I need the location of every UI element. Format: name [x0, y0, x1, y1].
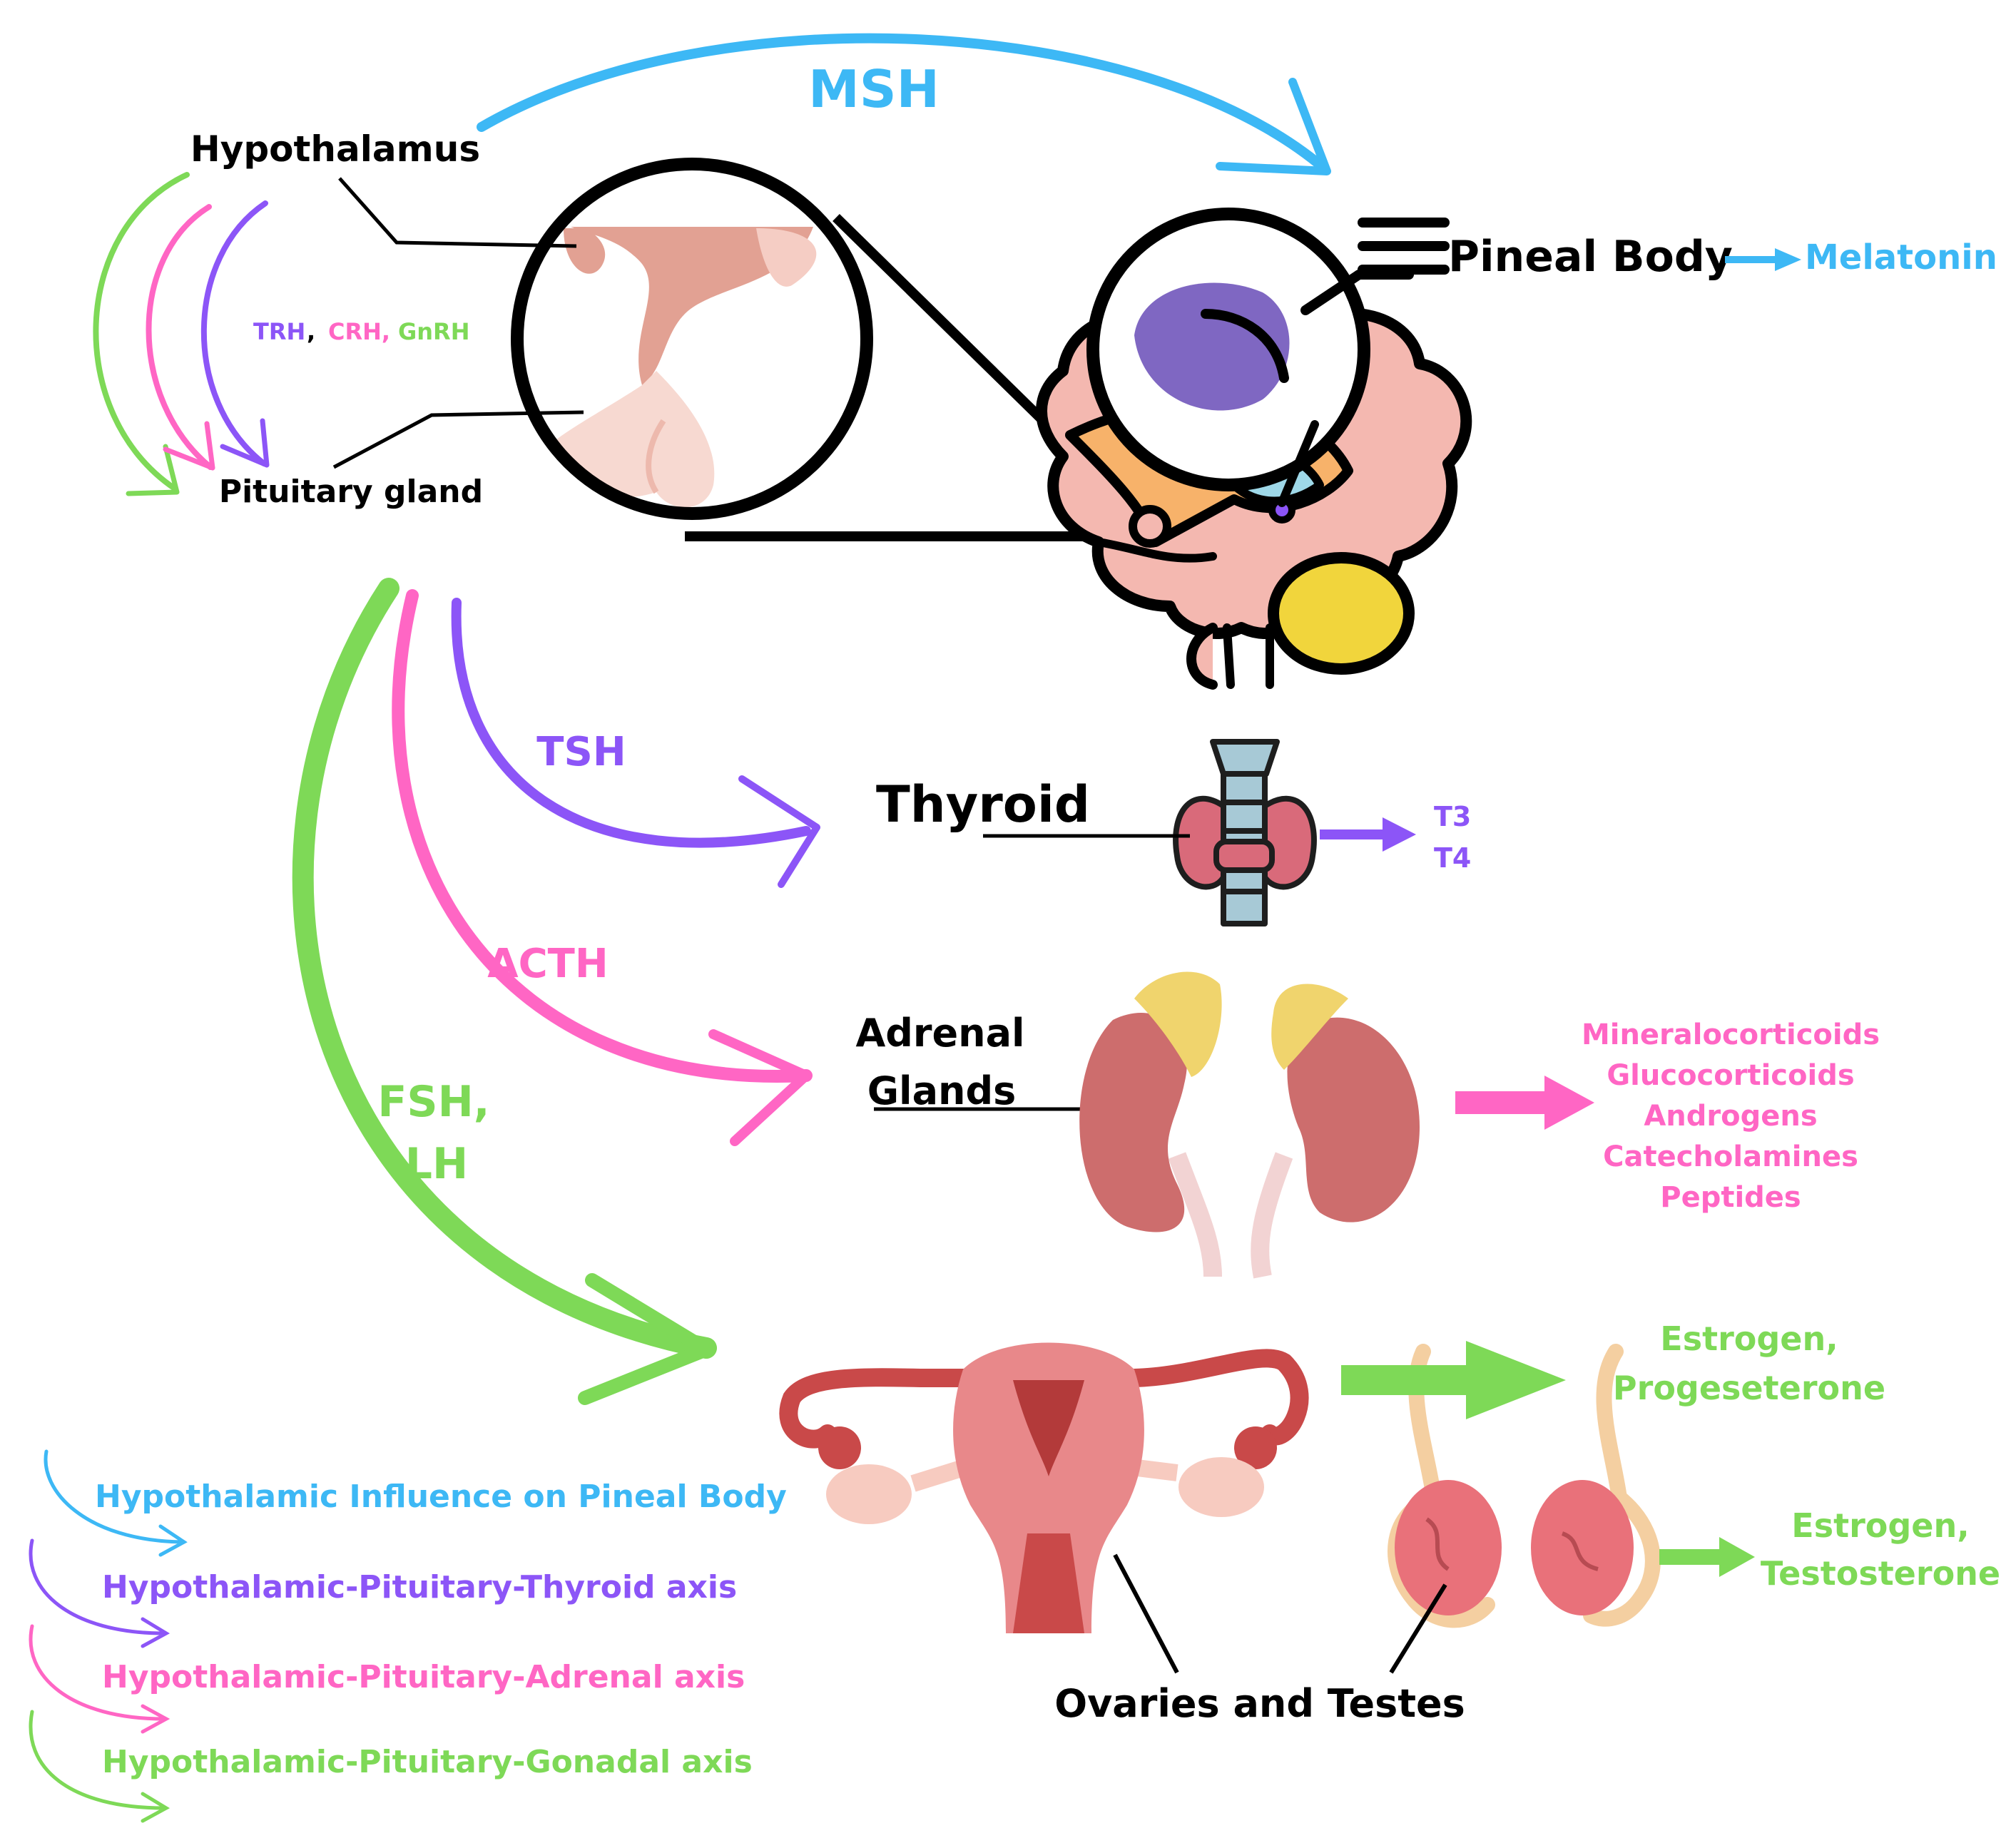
msh-arrow: [477, 33, 1331, 175]
testes-illustration: [1388, 1344, 1661, 1628]
releasing-hormones-label: TRH , CRH, GnRH: [253, 318, 469, 345]
legend-item-pineal: Hypothalamic Influence on Pineal Body: [44, 1449, 787, 1557]
gonads-label: Ovaries and Testes: [1054, 1681, 1465, 1726]
legend-label: Hypothalamic-Pituitary-Gonadal axis: [102, 1744, 753, 1780]
msh-label: MSH: [808, 59, 940, 119]
melatonin-arrow: [1725, 248, 1801, 271]
pituitary-magnifier: [332, 158, 1141, 541]
tsh-label: TSH: [536, 729, 626, 775]
ovaries-leader: [1113, 1553, 1179, 1674]
adrenal-output-item: Glucocorticoids: [1607, 1059, 1854, 1092]
melatonin-label: Melatonin: [1805, 238, 1997, 277]
pituitary-label: Pituitary gland: [219, 474, 483, 510]
testes-output-arrow: [1659, 1537, 1755, 1577]
adrenal-label-line2: Glands: [867, 1068, 1017, 1113]
ovary-output-line1: Estrogen,: [1660, 1319, 1838, 1358]
pineal-body-label: Pineal Body: [1448, 232, 1733, 282]
trh-separator: ,: [307, 318, 315, 345]
adrenal-output-item: Peptides: [1660, 1181, 1801, 1214]
thyroid-label: Thyroid: [876, 775, 1090, 834]
legend-item-gonadal: Hypothalamic-Pituitary-Gonadal axis: [29, 1710, 753, 1823]
gonad-output-arrow: [1341, 1341, 1566, 1419]
thyroid-output-arrow: [1320, 817, 1416, 852]
legend-label: Hypothalamic Influence on Pineal Body: [95, 1479, 787, 1515]
releasing-hormone-arrows: [93, 172, 270, 496]
hypothalamus-label: Hypothalamus: [190, 128, 480, 170]
ovary-output-line2: Progeseterone: [1613, 1369, 1885, 1407]
legend-label: Hypothalamic-Pituitary-Adrenal axis: [102, 1659, 745, 1695]
thyroid-illustration: [1173, 739, 1317, 926]
adrenal-output-arrow: [1455, 1076, 1594, 1130]
adrenal-outputs: Mineralocorticoids Glucocorticoids Andro…: [1582, 1018, 1880, 1214]
acth-label: ACTH: [487, 941, 609, 987]
adrenal-output-item: Androgens: [1644, 1100, 1817, 1133]
ovaries-illustration: [779, 1342, 1309, 1633]
testes-output-line2: Testosterone: [1761, 1554, 2000, 1593]
legend: Hypothalamic Influence on Pineal Body Hy…: [29, 1449, 787, 1823]
legend-label: Hypothalamic-Pituitary-Thyroid axis: [102, 1569, 737, 1605]
t3-label: T3: [1434, 801, 1471, 832]
legend-item-thyroid: Hypothalamic-Pituitary-Thyroid axis: [29, 1538, 737, 1648]
adrenal-output-item: Catecholamines: [1603, 1140, 1858, 1173]
adrenal-illustration: [1079, 971, 1420, 1279]
fsh-lh-arrow: [292, 578, 717, 1405]
gnrh-label: GnRH: [398, 318, 469, 345]
testes-output-line1: Estrogen,: [1791, 1506, 1969, 1545]
adrenal-label-line1: Adrenal: [855, 1011, 1024, 1056]
trh-label: TRH: [253, 318, 305, 345]
testes-leader: [1389, 1583, 1447, 1674]
crh-label: CRH,: [328, 318, 390, 345]
legend-item-adrenal: Hypothalamic-Pituitary-Adrenal axis: [29, 1624, 745, 1734]
acth-arrow: [392, 589, 813, 1146]
brain-illustration: [1036, 208, 1472, 690]
fsh-label-line1: FSH,: [377, 1077, 489, 1127]
adrenal-output-item: Mineralocorticoids: [1582, 1018, 1880, 1051]
tsh-arrow: [451, 598, 820, 888]
fsh-label-line2: LH: [405, 1139, 468, 1189]
t4-label: T4: [1434, 842, 1471, 874]
